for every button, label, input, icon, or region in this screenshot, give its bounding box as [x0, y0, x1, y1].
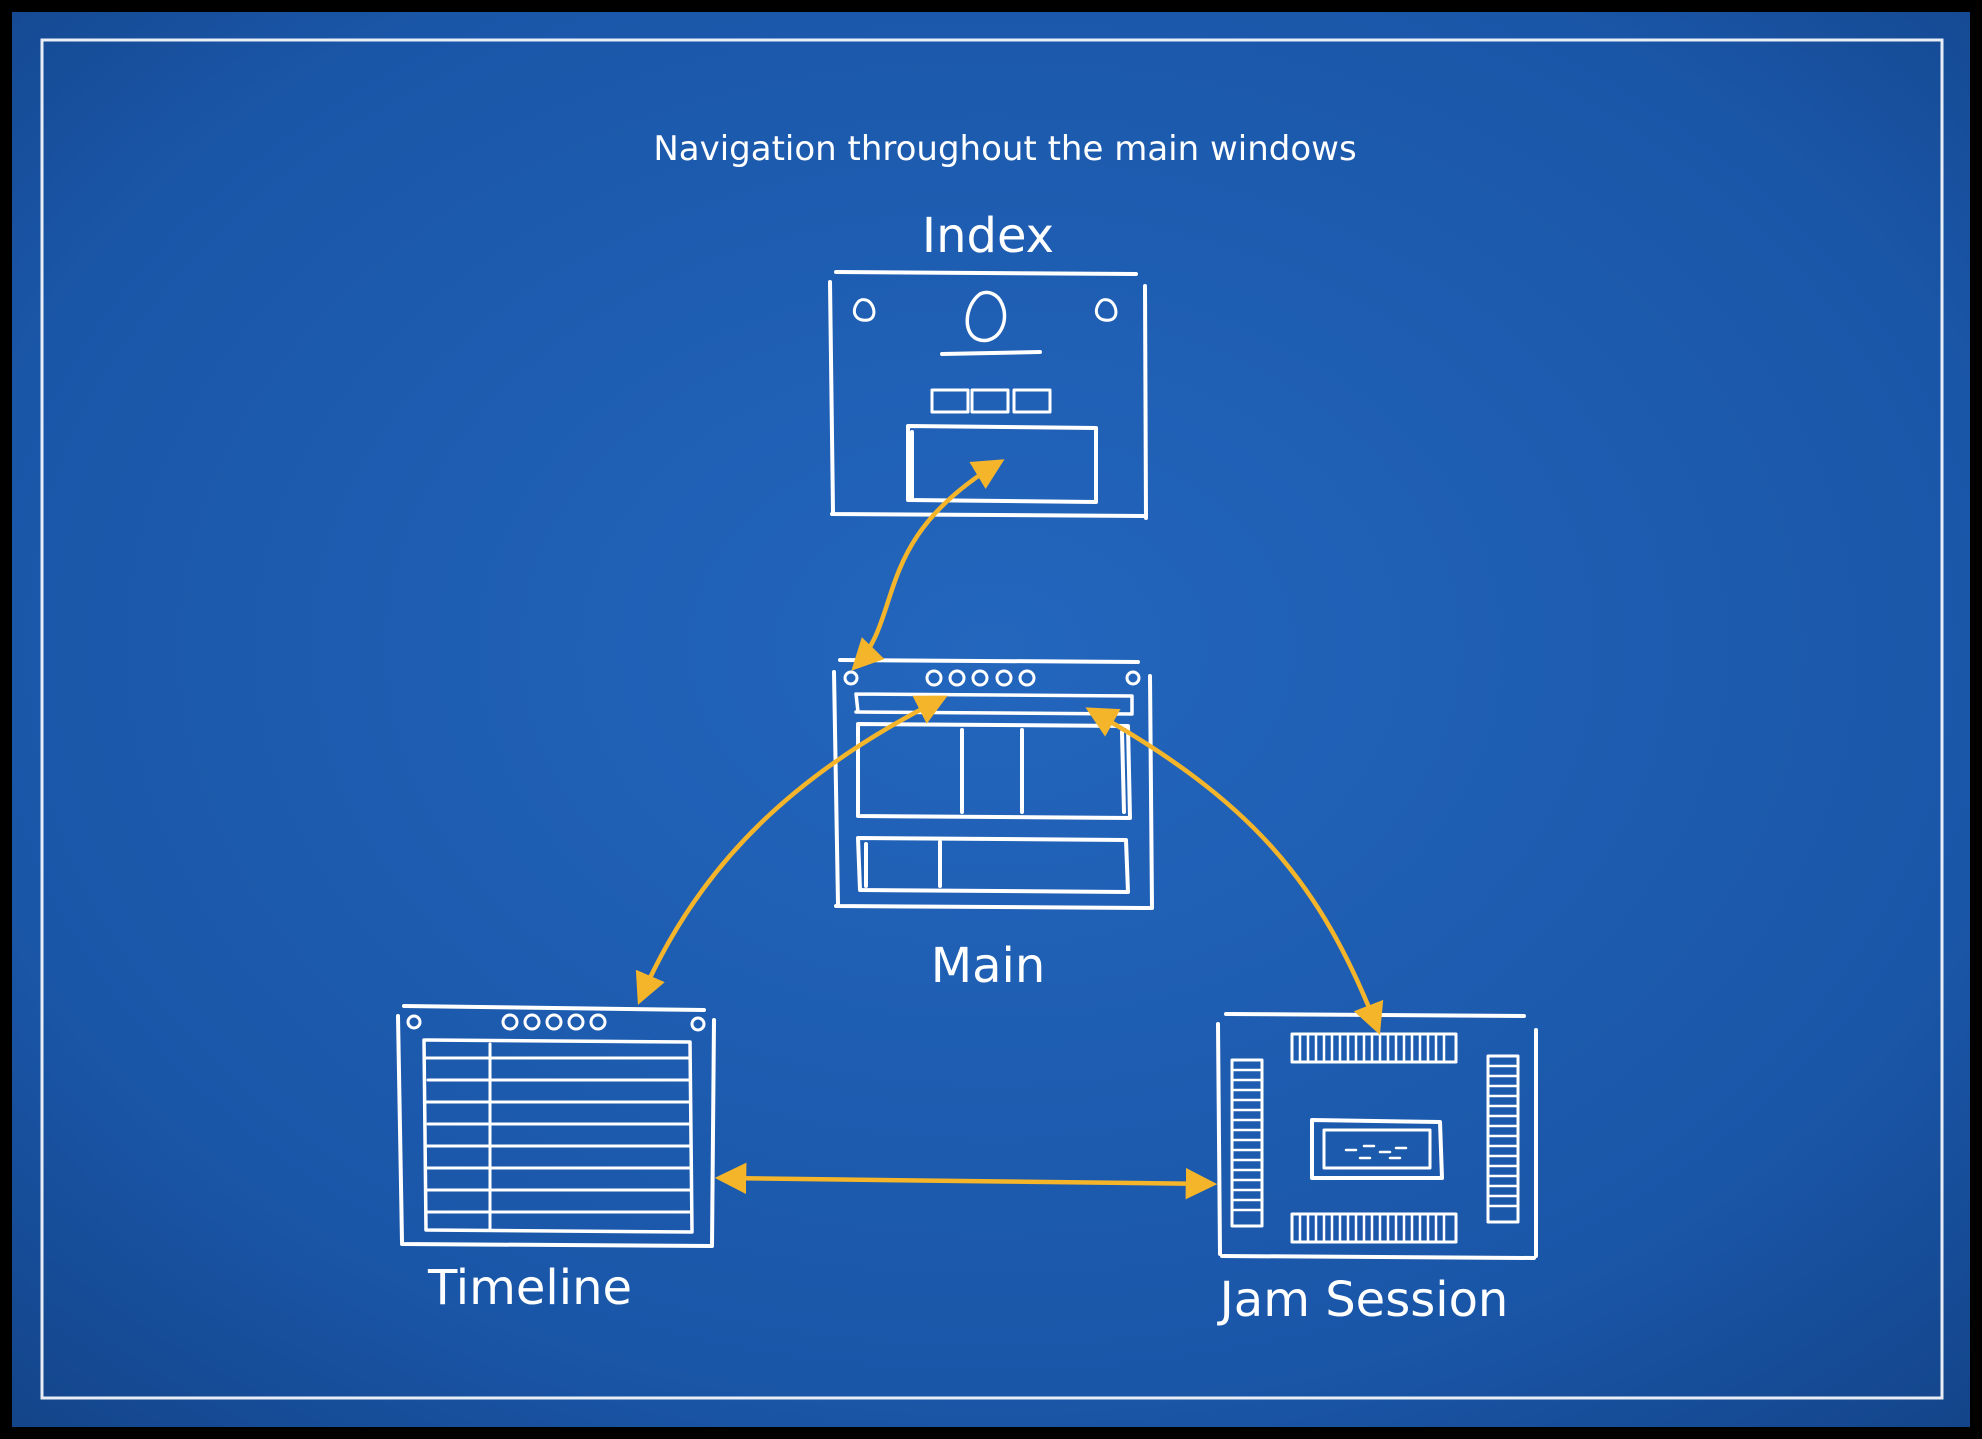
- arrow-timeline-jam-session: [714, 1162, 1218, 1200]
- center-display: [1310, 1118, 1444, 1180]
- diagram-title: Navigation throughout the main windows: [653, 129, 1356, 169]
- node-label-timeline: Timeline: [427, 1260, 632, 1316]
- title-line: [940, 350, 1042, 356]
- inner-border: [40, 38, 1944, 1400]
- arrow-main-timeline: [635, 695, 948, 1005]
- corner-icon-right: [1094, 298, 1118, 322]
- logo-icon: [965, 290, 1007, 343]
- bottom-keyboard: [1290, 1212, 1458, 1244]
- arrow-main-index: [851, 459, 1005, 671]
- node-label-jam-session: Jam Session: [1217, 1272, 1509, 1328]
- node-label-main: Main: [931, 938, 1046, 994]
- node-label-index: Index: [922, 208, 1054, 264]
- left-keyboard: [1230, 1058, 1264, 1228]
- right-keyboard: [1486, 1054, 1520, 1224]
- main-toolbar: [854, 692, 1134, 716]
- arrow-main-jam-session: [1085, 707, 1384, 1035]
- timeline-window: [396, 1004, 716, 1248]
- corner-icon-left: [852, 298, 876, 322]
- timeline-table: [422, 1038, 694, 1234]
